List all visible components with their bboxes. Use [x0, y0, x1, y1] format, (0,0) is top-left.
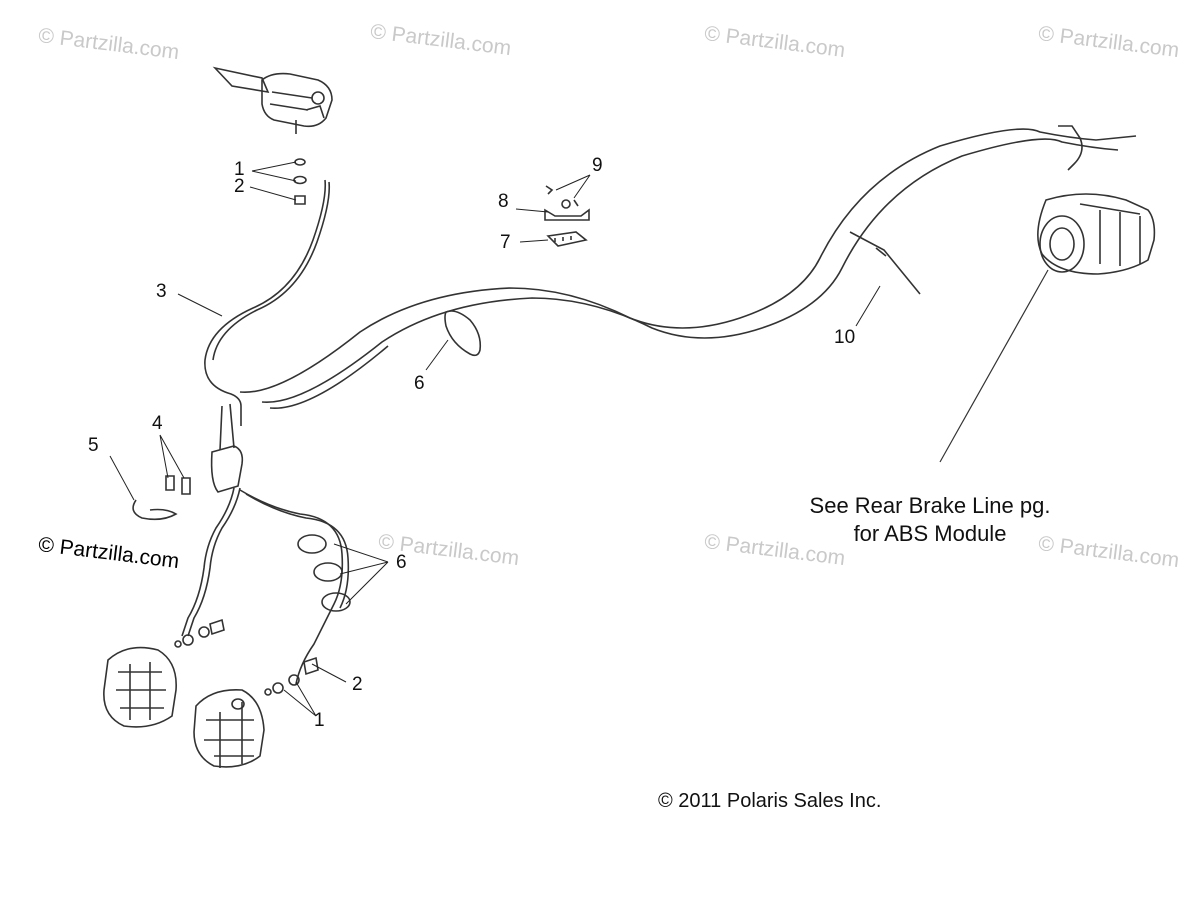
caliper-right: [193, 689, 265, 768]
callout-10: 10: [834, 327, 856, 348]
copyright-notice: © 2011 Polaris Sales Inc.: [658, 790, 882, 812]
brake-line-3: [204, 179, 327, 426]
fittings-bottom-right: [264, 656, 319, 696]
callout-6-mid: 6: [414, 373, 425, 394]
note-line-1: See Rear Brake Line pg.: [809, 493, 1051, 518]
callout-1-top: 1: [234, 159, 245, 180]
callout-4: 4: [152, 413, 163, 434]
grommet-6: [444, 310, 482, 357]
callout-6-low: 6: [396, 552, 407, 573]
sensor-10: [849, 231, 921, 295]
callout-8: 8: [498, 191, 509, 212]
grommets-6: [297, 534, 351, 612]
callout-1-bottom: 1: [314, 710, 325, 731]
clamp-8: [544, 199, 590, 221]
callout-5: 5: [88, 435, 99, 456]
callout-2-bottom: 2: [352, 674, 363, 695]
front-line-right: [239, 489, 344, 685]
junction-block: [210, 403, 244, 493]
screws-9: [545, 185, 579, 207]
caliper-left: [103, 646, 177, 728]
master-cylinder: [212, 66, 333, 134]
callout-7: 7: [500, 232, 511, 253]
rear-brake-line: [239, 128, 1137, 393]
front-line-left: [181, 487, 235, 637]
bolts-4: [165, 475, 191, 495]
callout-9: 9: [592, 155, 603, 176]
abs-module: [1037, 193, 1156, 275]
washers-top: [293, 158, 307, 205]
leader-lines: [109, 161, 881, 717]
note-line-2: for ABS Module: [853, 520, 1007, 546]
abs-module-note: See Rear Brake Line pg. for ABS Module: [760, 492, 1100, 547]
clip-7: [546, 231, 588, 247]
callout-3: 3: [156, 281, 167, 302]
fittings-bottom-left: [174, 618, 225, 648]
clip-5: [132, 499, 178, 521]
callout-2-top: 2: [234, 176, 245, 197]
